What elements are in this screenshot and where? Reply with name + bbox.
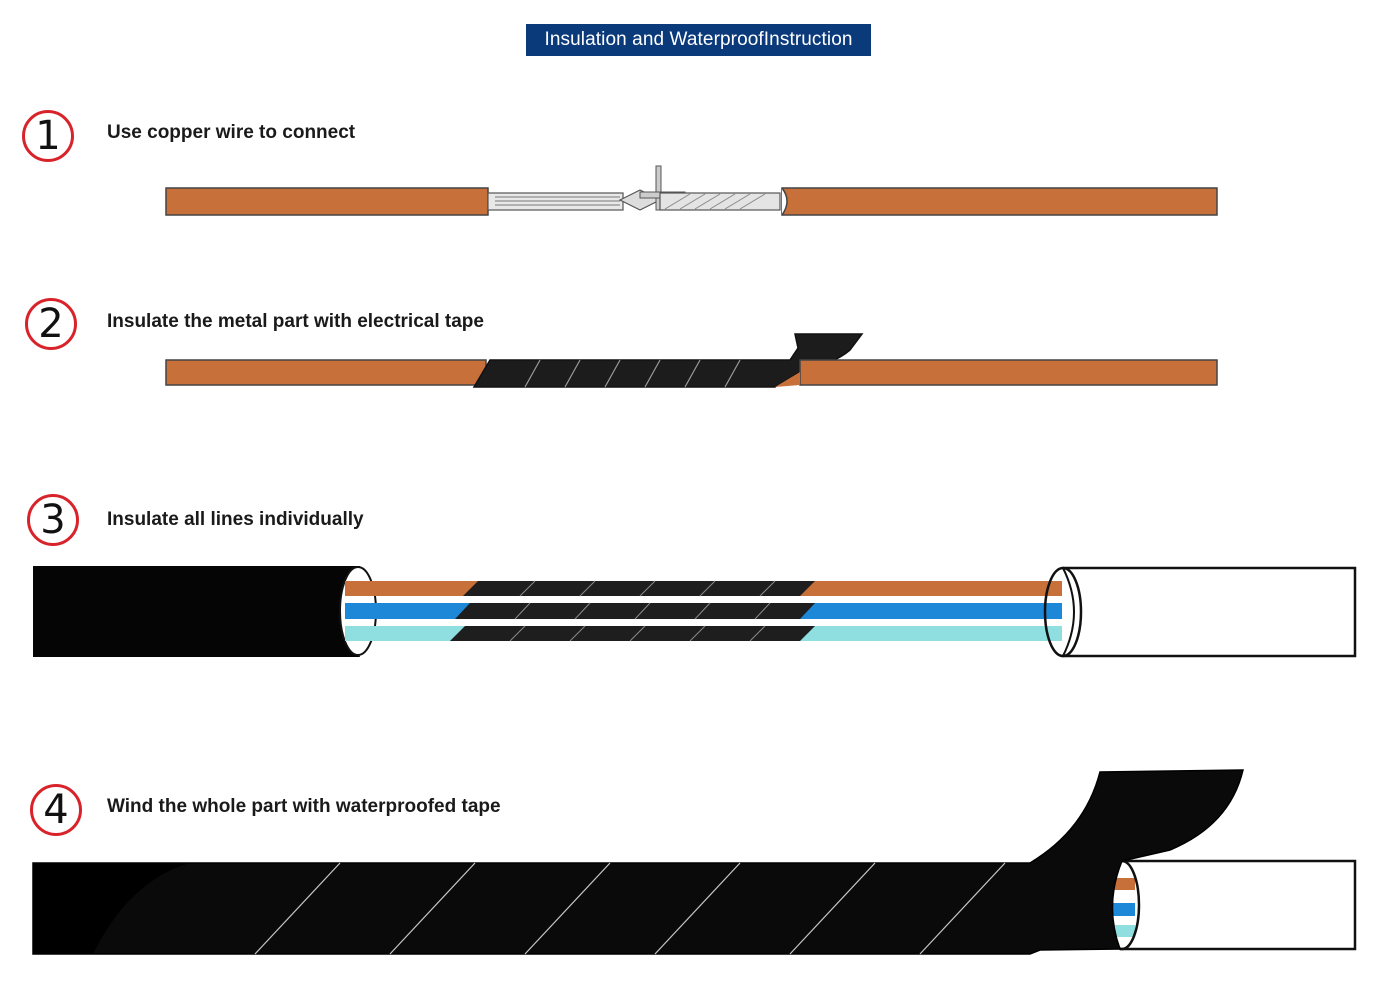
step-4-illustration <box>32 769 1357 955</box>
tape-on-blue-wire <box>455 603 815 619</box>
step-3-text: Insulate all lines individually <box>107 509 364 530</box>
left-wire-insulation <box>165 187 489 216</box>
step-3-illustration <box>33 566 1357 658</box>
tape-on-copper-wire <box>463 581 815 596</box>
tape-on-light-blue-wire <box>450 626 815 641</box>
outer-white-sheath <box>1120 859 1357 951</box>
page-title: Insulation and WaterproofInstruction <box>526 24 871 56</box>
step-2-text: Insulate the metal part with electrical … <box>107 311 484 332</box>
outer-white-sheath <box>1062 566 1357 658</box>
outer-black-sheath <box>33 566 346 657</box>
waterproof-tape-wrap <box>32 769 1244 955</box>
step-number-2: 2 <box>25 298 77 350</box>
step-2-illustration <box>165 333 1218 388</box>
right-wire-insulation <box>781 187 1218 216</box>
step-number-3: 3 <box>27 494 79 546</box>
step-1-text: Use copper wire to connect <box>107 122 356 143</box>
right-bare-copper <box>659 192 781 211</box>
step-number-4: 4 <box>30 784 82 836</box>
left-wire-insulation <box>165 359 487 386</box>
step-number-1: 1 <box>22 110 74 162</box>
right-wire-insulation <box>799 359 1218 386</box>
step-4-text: Wind the whole part with waterproofed ta… <box>107 796 501 817</box>
step-1-illustration <box>165 165 1218 216</box>
binding-wire <box>655 165 662 211</box>
